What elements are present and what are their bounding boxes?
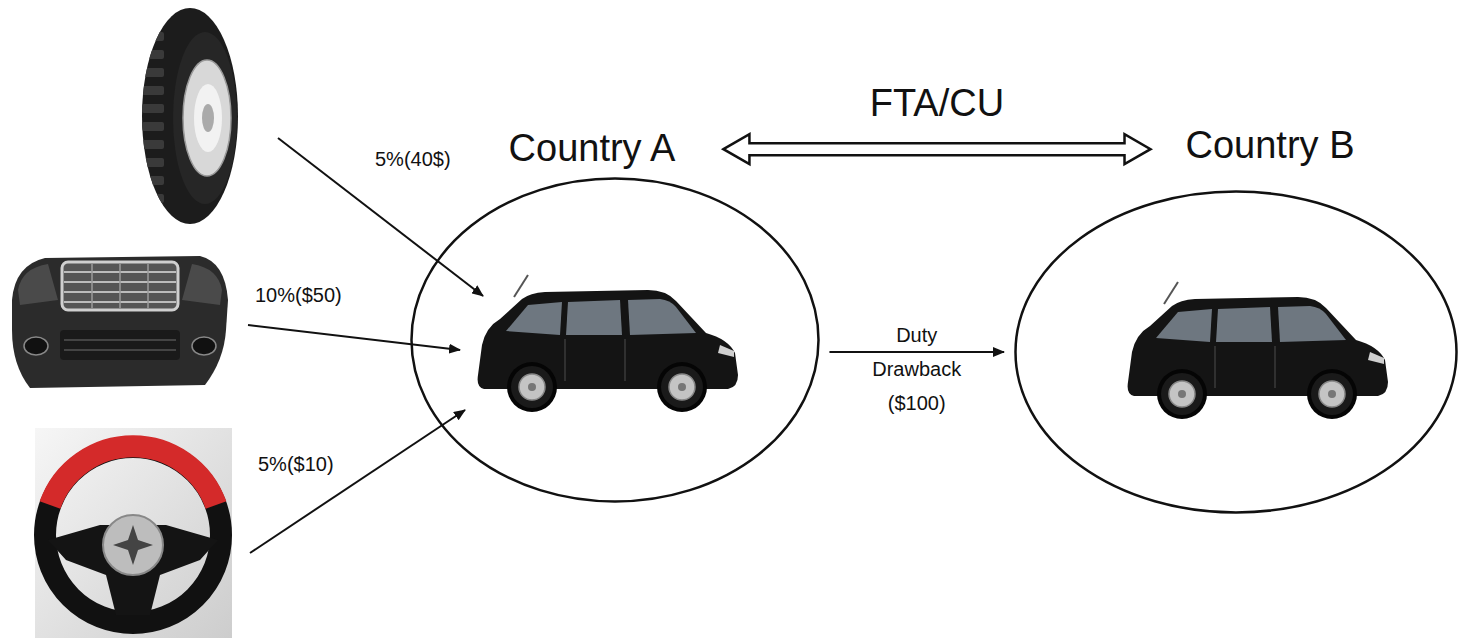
tire-picture-part (202, 104, 214, 132)
leader-arrows-part (248, 325, 460, 350)
steering-wheel-picture-part (103, 515, 163, 575)
duty-rate-label: 5%(40$) (375, 147, 451, 171)
region-outline (410, 177, 820, 503)
leader-arrows-part (250, 410, 465, 553)
tire-picture-part-part (142, 176, 164, 185)
tire-picture-part (194, 84, 222, 152)
steering-wheel-picture-part (35, 428, 232, 638)
tire-picture-part (142, 8, 238, 224)
steering-wheel-picture (35, 428, 232, 638)
region-outline (1014, 190, 1458, 514)
country-name: Country B (1186, 124, 1355, 168)
tire-picture-part-part (142, 140, 164, 149)
tire-picture-part-part (142, 194, 164, 203)
steering-wheel-picture-part (50, 446, 216, 505)
bumper-picture-part (62, 262, 178, 310)
country-region: Country A (410, 177, 820, 503)
tire-picture-part (142, 14, 164, 221)
agreement-label: FTA/CU (870, 82, 1004, 126)
leader-arrows (248, 138, 483, 553)
bumper-picture-part (64, 340, 176, 350)
duty-rate-label: 5%($10) (258, 452, 334, 476)
tire-picture-part (173, 32, 237, 204)
bumper-picture-part (12, 256, 228, 388)
flow-label: Duty Drawback ($100) (867, 318, 967, 420)
steering-wheel-picture-part (113, 525, 153, 565)
bumper-picture-part (92, 264, 148, 308)
tire-picture-part-part (142, 50, 164, 59)
tire-picture (142, 8, 238, 224)
agreement-arrow (723, 134, 1150, 164)
tire-picture-part-part (142, 158, 164, 167)
tire-picture-part-part (142, 122, 164, 131)
tire-picture-part (183, 60, 231, 176)
tire-picture-part-part (142, 212, 164, 221)
bumper-picture (12, 256, 228, 388)
tire-picture-part-part (142, 32, 164, 41)
bumper-picture-part (60, 330, 180, 360)
flow-arrow (829, 351, 1004, 353)
car-picture-part (478, 275, 738, 412)
car-picture (478, 275, 1388, 419)
tire-picture-part-part (142, 86, 164, 95)
country-name: Country A (509, 127, 676, 171)
tire-picture-part-part (142, 104, 164, 113)
leader-arrows-part (278, 138, 483, 296)
bumper-picture-part (24, 337, 48, 355)
car-picture-part (1128, 282, 1388, 419)
duty-rate-label: 10%($50) (255, 283, 342, 307)
region-ellipse (412, 179, 819, 502)
tire-picture-part-part (142, 68, 164, 77)
tire-picture-part-part (142, 14, 164, 23)
bumper-picture-part (192, 337, 216, 355)
steering-wheel-picture-part (45, 447, 221, 623)
region-ellipse (1016, 192, 1457, 513)
country-region: Country B (1014, 190, 1458, 514)
